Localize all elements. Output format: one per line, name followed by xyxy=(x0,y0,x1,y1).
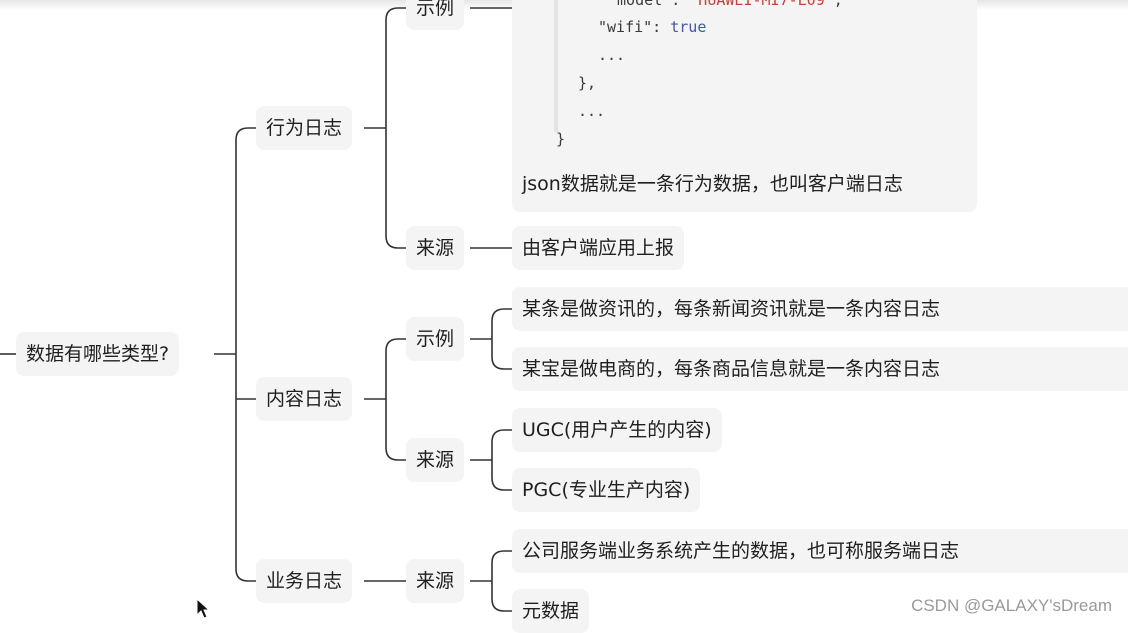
code-line-ellipsis-outer: ... xyxy=(578,102,606,120)
behavior-example-node[interactable]: 示例 xyxy=(406,0,465,30)
content-example-item-news[interactable]: 某条是做资讯的，每条新闻资讯就是一条内容日志 xyxy=(512,287,1128,331)
content-source-item-pgc[interactable]: PGC(专业生产内容) xyxy=(512,468,701,512)
content-example-node[interactable]: 示例 xyxy=(406,317,465,361)
code-line-close-brace: } xyxy=(556,130,566,148)
code-line-model: "model": "HUAWEI-MI7-L09", xyxy=(608,0,843,9)
content-source-node[interactable]: 来源 xyxy=(406,438,465,482)
watermark-text: CSDN @GALAXY'sDream xyxy=(911,596,1112,615)
behavior-source-node[interactable]: 来源 xyxy=(406,226,465,270)
code-line-ellipsis-inner: ... xyxy=(598,46,626,64)
content-source-item-ugc[interactable]: UGC(用户产生的内容) xyxy=(512,408,722,452)
code-indent-guide xyxy=(554,0,558,132)
code-line-wifi: "wifi": true xyxy=(598,18,707,36)
mouse-cursor-icon xyxy=(196,598,210,619)
business-source-item-metadata[interactable]: 元数据 xyxy=(512,589,590,633)
branch-content-log[interactable]: 内容日志 xyxy=(256,377,353,421)
json-example-box[interactable]: "model": "HUAWEI-MI7-L09", "wifi": true … xyxy=(512,0,977,212)
behavior-source-item[interactable]: 由客户端应用上报 xyxy=(512,226,685,270)
business-source-node[interactable]: 来源 xyxy=(406,559,465,603)
json-note-text: json数据就是一条行为数据，也叫客户端日志 xyxy=(522,173,903,195)
branch-business-log[interactable]: 业务日志 xyxy=(256,559,353,603)
code-line-close-brace-comma: }, xyxy=(578,74,597,92)
branch-behavior-log[interactable]: 行为日志 xyxy=(256,106,353,150)
root-node[interactable]: 数据有哪些类型? xyxy=(16,332,180,376)
content-example-item-ecommerce[interactable]: 某宝是做电商的，每条商品信息就是一条内容日志 xyxy=(512,347,1128,391)
business-source-item-server[interactable]: 公司服务端业务系统产生的数据，也可称服务端日志 xyxy=(512,529,1128,573)
